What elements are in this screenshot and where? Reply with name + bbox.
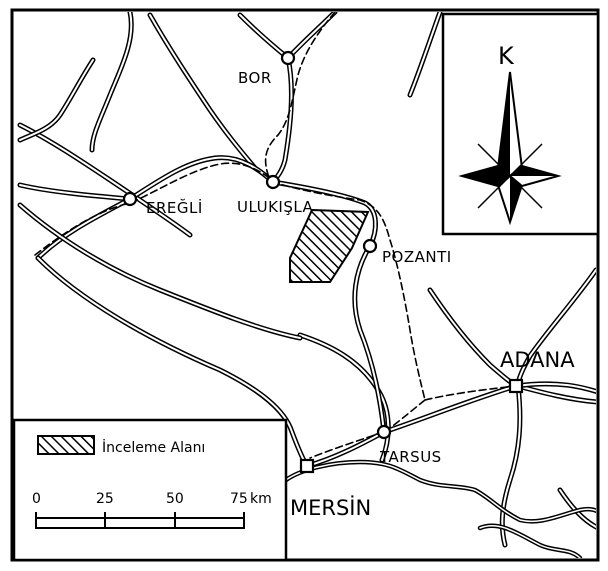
scale-tick-50: 50 [166,491,184,507]
city-marker-adana [508,378,524,394]
scale-tick-0: 0 [32,491,41,507]
legend-hatch-swatch [37,435,95,455]
railway [34,12,517,459]
label-tarsus: TARSUS [379,448,442,466]
city-markers [122,50,524,474]
legend-study-area-label: İnceleme Alanı [102,438,205,456]
scale-tick-25: 25 [96,491,114,507]
scale-unit: km [250,491,272,507]
label-bor: BOR [238,69,272,87]
city-marker-mersin [299,458,315,474]
north-arrow-label: K [498,42,515,70]
scale-bar: 0 25 50 75 km [32,491,272,529]
city-marker-tarsus [376,424,392,440]
label-pozanti: POZANTI [382,248,452,266]
compass-icon [458,71,562,226]
study-area-hatched [289,208,370,283]
legend-panel: İnceleme Alanı 0 25 50 75 km [12,418,288,562]
north-arrow-panel: K [441,12,600,236]
city-marker-ulukisla [265,174,281,190]
label-adana: ADANA [500,348,575,372]
scale-tick-75: 75 [230,491,248,507]
city-marker-pozanti [362,238,378,254]
label-eregli: EREĞLİ [146,198,203,217]
label-ulukisla: ULUKIŞLA [237,198,314,216]
city-marker-bor [280,50,296,66]
label-mersin: MERSİN [290,495,371,520]
coastline [283,459,596,558]
city-marker-eregli [122,191,138,207]
